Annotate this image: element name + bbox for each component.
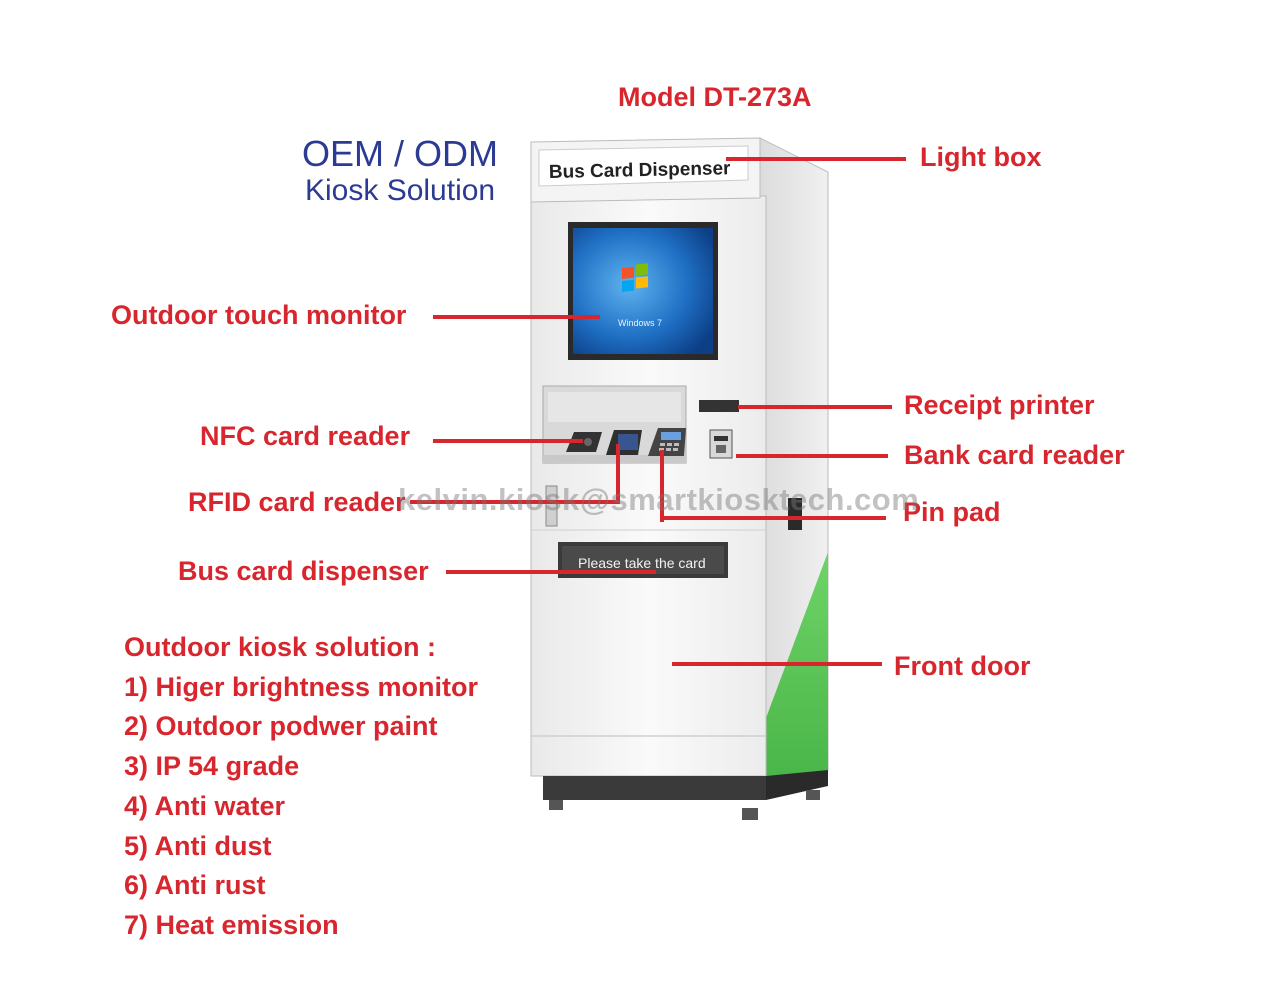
foot-back <box>806 790 820 800</box>
feature-item: 5) Anti dust <box>124 830 272 861</box>
light-box-text: Bus Card Dispenser <box>549 158 732 183</box>
label-outdoor-touch-monitor: Outdoor touch monitor <box>111 300 407 330</box>
side-lock <box>788 498 802 530</box>
monitor-screen <box>573 228 713 354</box>
label-bus-card-dispenser: Bus card dispenser <box>178 556 429 586</box>
callout-line-pin-pad <box>660 516 886 520</box>
callout-line-front-door <box>672 662 882 666</box>
oem-odm-title: OEM / ODM <box>302 133 498 174</box>
light-box-sign <box>538 145 749 187</box>
callout-line-dispenser <box>446 570 656 574</box>
watermark: kelvin.kiosk@smartkiosktech.com <box>398 482 920 517</box>
windows-logo-icon <box>622 263 648 292</box>
label-receipt-printer: Receipt printer <box>904 390 1095 420</box>
label-front-door: Front door <box>894 651 1031 681</box>
feature-item: 6) Anti rust <box>124 870 266 901</box>
feature-item: 4) Anti water <box>124 790 286 821</box>
kiosk-solution-subtitle: Kiosk Solution <box>305 174 496 207</box>
label-pin-pad: Pin pad <box>903 497 1001 527</box>
callout-line-touch-monitor <box>433 315 600 319</box>
door-handle <box>545 485 558 527</box>
kiosk-green-accent <box>766 552 828 788</box>
callout-line-receipt-printer <box>738 405 892 409</box>
callout-line-nfc <box>433 439 583 443</box>
label-bank-card-reader: Bank card reader <box>904 440 1125 470</box>
kiosk-base <box>543 776 766 800</box>
callout-vline-rfid <box>616 444 620 504</box>
monitor-screen-text: Windows 7 <box>618 318 662 328</box>
features-title: Outdoor kiosk solution : <box>124 632 436 662</box>
label-light-box: Light box <box>920 142 1042 172</box>
feature-item: 2) Outdoor podwer paint <box>124 711 438 742</box>
callout-line-bank-card <box>736 454 888 458</box>
model-title: Model DT-273A <box>618 82 812 112</box>
label-rfid-card-reader: RFID card reader <box>188 487 406 517</box>
bank-card-reader-device <box>709 429 733 459</box>
label-nfc-card-reader: NFC card reader <box>200 421 411 451</box>
feature-item: 1) Higer brightness monitor <box>124 671 479 702</box>
features-list: Outdoor kiosk solution : 1) Higer bright… <box>124 628 478 946</box>
feature-item: 7) Heat emission <box>124 909 339 940</box>
foot-left <box>549 800 563 810</box>
callout-line-light-box <box>726 157 906 161</box>
callout-vline-pin-pad <box>660 450 664 522</box>
feature-item: 3) IP 54 grade <box>124 751 300 782</box>
foot-right <box>742 808 758 820</box>
dispenser-text: Please take the card <box>578 555 706 571</box>
callout-line-rfid <box>410 500 620 504</box>
receipt-printer-slot <box>699 400 739 412</box>
